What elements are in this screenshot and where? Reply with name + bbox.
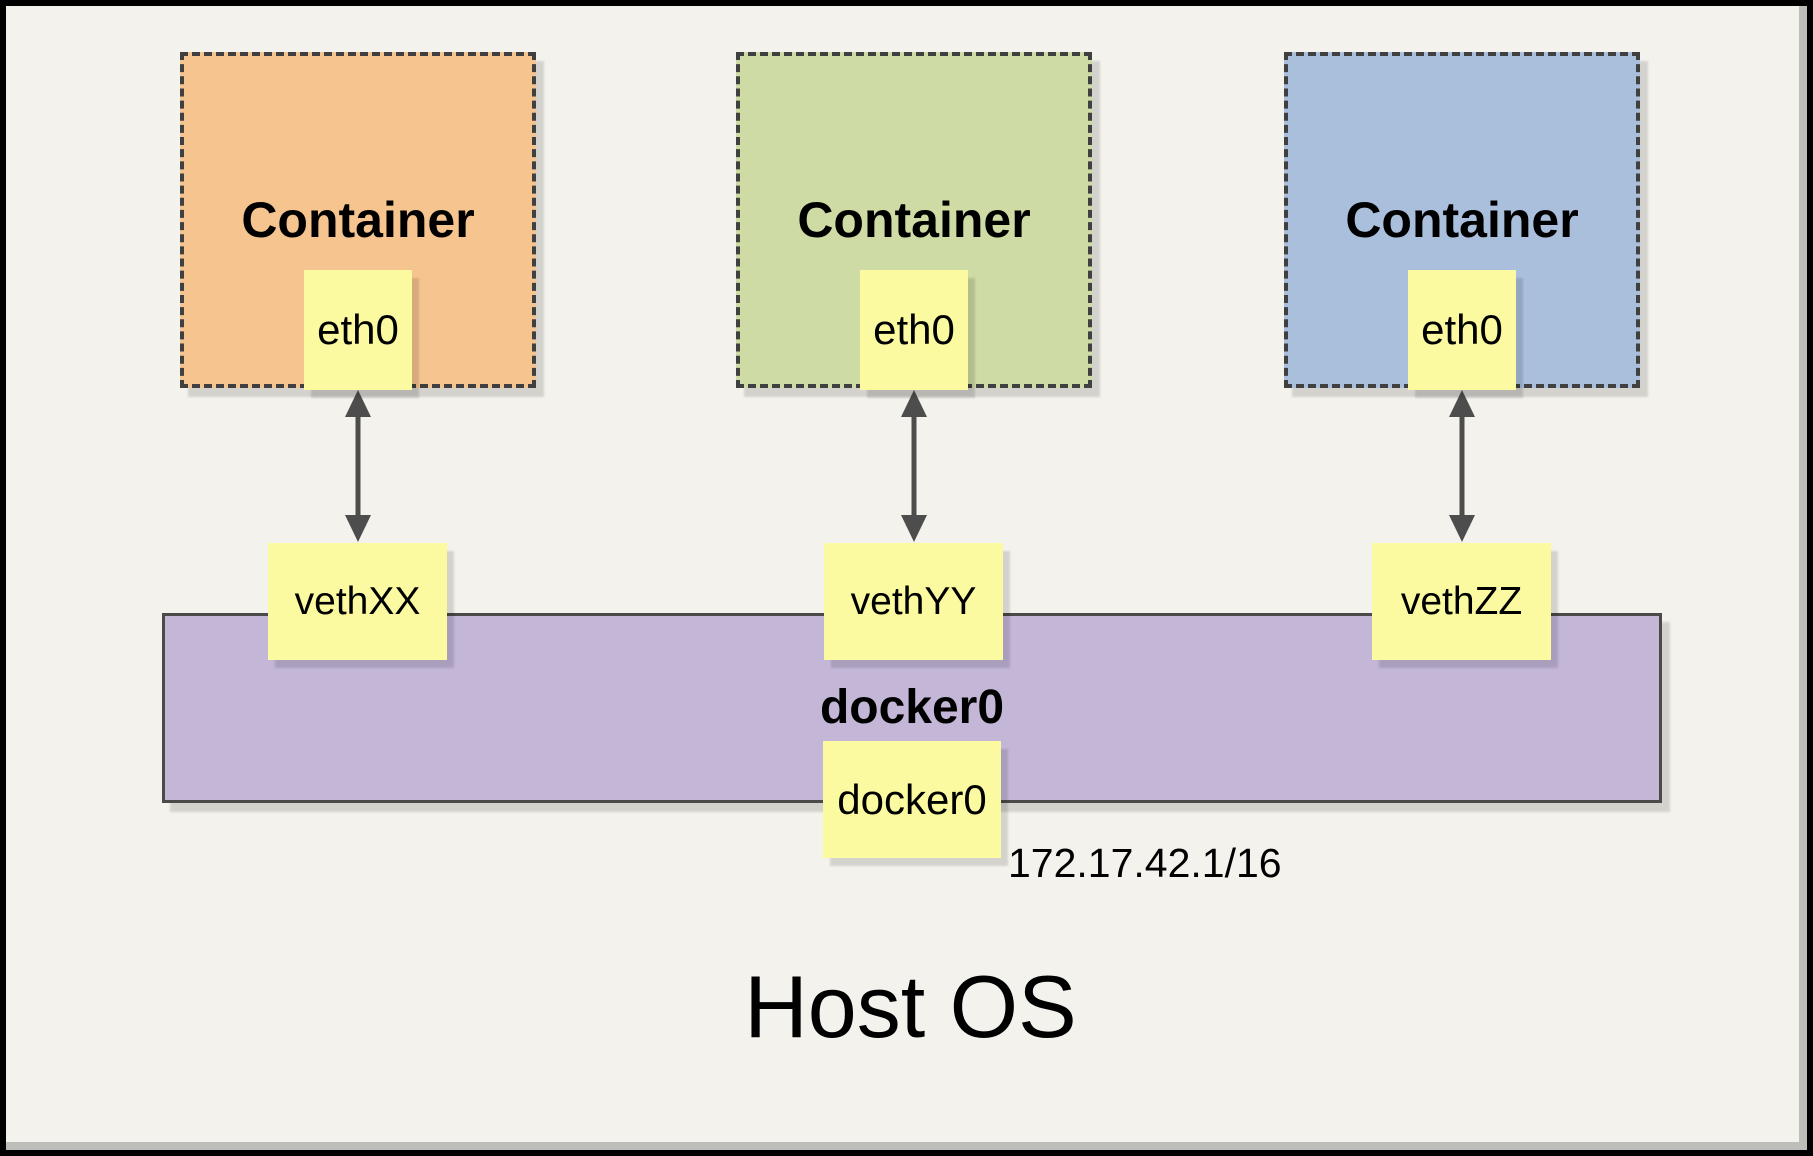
arrowhead-down-icon	[901, 515, 927, 542]
bridge-ip-label: 172.17.42.1/16	[1008, 840, 1282, 886]
container-2-label: Container	[797, 192, 1031, 248]
arrowhead-up-icon	[901, 390, 927, 417]
eth0-box-2: eth0	[860, 270, 968, 390]
docker0-interface-box: docker0	[823, 741, 1001, 858]
eth0-label-2: eth0	[873, 306, 955, 353]
double-arrow-1	[345, 390, 371, 542]
vethyy-box: vethYY	[824, 543, 1003, 660]
vethxx-box: vethXX	[268, 543, 447, 660]
vethzz-label: vethZZ	[1400, 580, 1523, 623]
arrowhead-up-icon	[345, 390, 371, 417]
vethxx-label: vethXX	[294, 580, 421, 623]
docker0-interface-label: docker0	[837, 775, 987, 823]
diagram-canvas: Container Container Container docker0	[6, 6, 1799, 1142]
double-arrow-3	[1449, 390, 1475, 542]
double-arrow-2	[901, 390, 927, 542]
vethzz-box: vethZZ	[1372, 543, 1551, 660]
arrowhead-down-icon	[1449, 515, 1475, 542]
eth0-box-3: eth0	[1408, 270, 1516, 390]
eth0-box-1: eth0	[304, 270, 412, 390]
vethyy-label: vethYY	[850, 580, 977, 623]
arrowhead-up-icon	[1449, 390, 1475, 417]
arrowhead-down-icon	[345, 515, 371, 542]
container-3-label: Container	[1345, 192, 1579, 248]
docker0-bridge-label: docker0	[819, 681, 1005, 734]
container-1-label: Container	[241, 192, 475, 248]
host-os-label: Host OS	[744, 957, 1077, 1056]
eth0-label-1: eth0	[317, 306, 399, 353]
eth0-label-3: eth0	[1421, 306, 1503, 353]
